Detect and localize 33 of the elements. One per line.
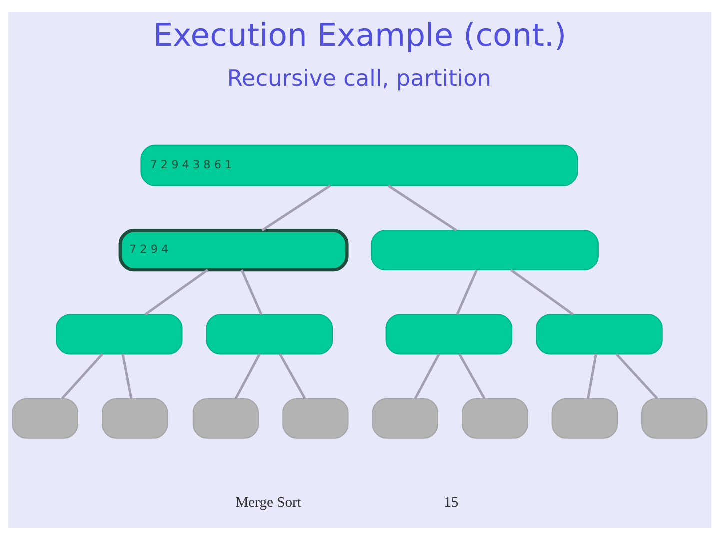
node-box: 7 2 9 4 — [118, 229, 349, 272]
diagram-title: Execution Example (cont.) — [153, 18, 567, 54]
connector — [510, 269, 574, 316]
node-box: 7 2 9 4 3 8 6 1 — [140, 144, 578, 186]
connector — [234, 354, 261, 400]
connector — [262, 184, 331, 232]
connector — [414, 354, 440, 400]
connector — [616, 353, 658, 400]
node-box — [12, 398, 78, 439]
node-box — [372, 398, 439, 439]
connector — [587, 354, 598, 399]
node-box — [552, 398, 618, 439]
node-box — [386, 314, 513, 355]
connector — [144, 269, 209, 316]
connector — [388, 184, 458, 232]
connector — [279, 354, 306, 400]
connector — [458, 354, 486, 400]
label: 15 — [444, 495, 459, 512]
node-box — [536, 314, 663, 355]
label: Merge Sort — [236, 495, 302, 512]
node-box — [102, 398, 168, 439]
connector — [240, 270, 263, 316]
connector — [456, 270, 478, 316]
label: Recursive call, partition — [227, 66, 492, 92]
connector — [122, 354, 133, 399]
node-box — [56, 314, 183, 355]
node-box — [642, 398, 708, 439]
node-box — [462, 398, 528, 439]
node-box — [282, 398, 349, 439]
connector — [61, 353, 104, 400]
node-box — [371, 230, 599, 271]
node-box — [206, 314, 334, 355]
node-box — [192, 398, 260, 439]
